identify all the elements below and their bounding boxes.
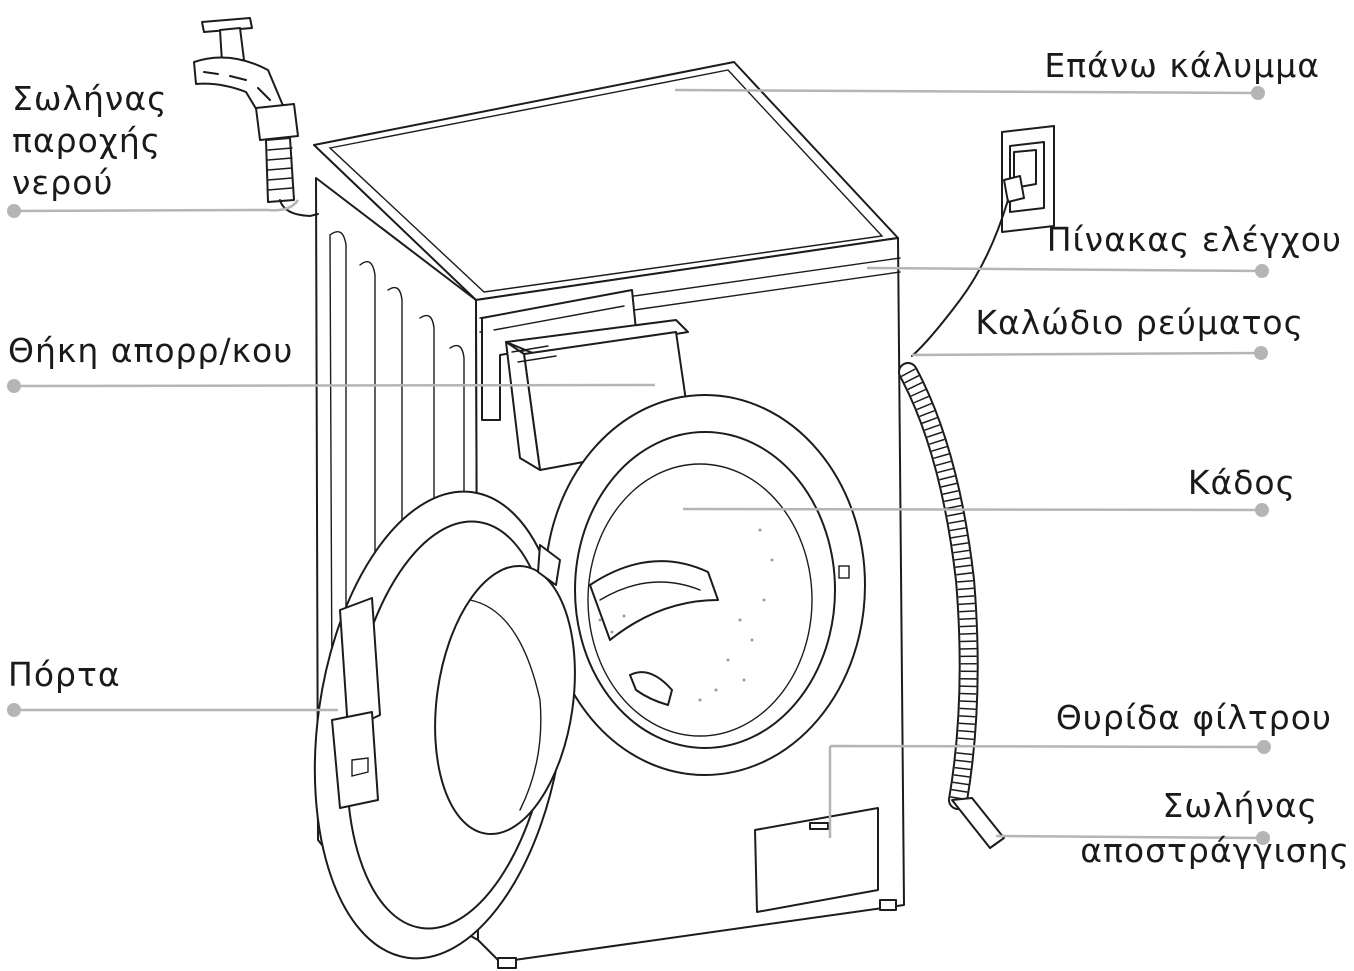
label-control-panel: Πίνακας ελέγχου (1047, 220, 1342, 259)
leader-top-cover (674, 86, 1265, 100)
marker-dot (1251, 86, 1265, 100)
marker-dot (1254, 346, 1268, 360)
label-drain-hose-line1: Σωλήνας (1163, 786, 1318, 825)
label-power-cord: Καλώδιο ρεύματος (975, 303, 1304, 342)
marker-dot (1256, 831, 1270, 845)
water-tap-icon (193, 17, 319, 217)
label-top-cover: Επάνω κάλυμμα (1044, 46, 1320, 85)
leader-drain-hose (995, 831, 1270, 845)
marker-dot (7, 204, 21, 218)
leader-detergent-drawer (7, 379, 656, 393)
drain-hose-icon (898, 362, 1005, 849)
leader-control-panel (866, 264, 1269, 278)
label-filter-cover: Θυρίδα φίλτρου (1056, 698, 1332, 737)
label-water-hose-line3: νερού (12, 163, 114, 202)
leader-drum (682, 503, 1269, 517)
marker-dot (1257, 740, 1271, 754)
washing-machine-illustration (193, 17, 1055, 969)
marker-dot (7, 703, 21, 717)
label-drain-hose-line2: αποστράγγισης (1080, 831, 1350, 870)
label-water-hose-line1: Σωλήνας (12, 79, 167, 118)
marker-dot (1255, 264, 1269, 278)
label-detergent-drawer: Θήκη απορρ/κου (8, 331, 293, 370)
leader-water-hose (7, 199, 300, 218)
label-water-hose-line2: παροχής (12, 121, 161, 160)
leader-door (7, 703, 338, 717)
leader-filter-cover (828, 740, 1271, 838)
marker-dot (7, 379, 21, 393)
label-door: Πόρτα (8, 655, 121, 694)
label-drum: Κάδος (1188, 463, 1296, 502)
leader-power-cord (911, 346, 1268, 360)
marker-dot (1255, 503, 1269, 517)
wall-socket-icon (911, 125, 1055, 357)
